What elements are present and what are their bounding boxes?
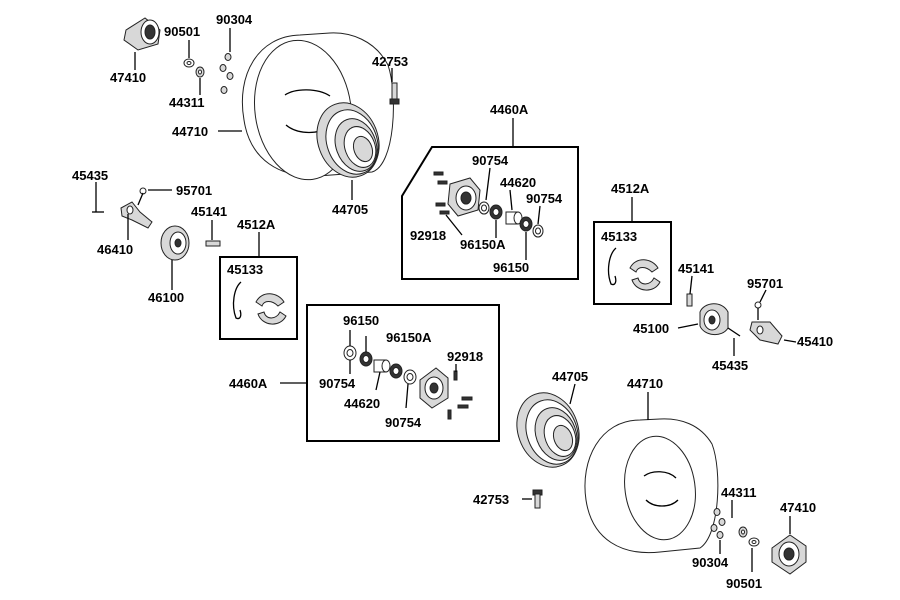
part-labels: 47410 90501 90304 44311 44710 42753 4470… — [72, 12, 833, 591]
label-46100-left: 46100 — [148, 290, 184, 305]
brake-shoes-right — [629, 259, 661, 291]
label-46410-left: 46410 — [97, 242, 133, 257]
label-44620-upper: 44620 — [500, 175, 536, 190]
label-90501-lower: 90501 — [726, 576, 762, 591]
seal-lower-b — [389, 363, 403, 379]
wheel-cap-lower — [771, 534, 807, 575]
nut-lower — [738, 526, 748, 538]
brake-cam-lever-left — [120, 201, 153, 229]
seal-upper-b — [519, 216, 533, 232]
bearing-lower-b — [403, 369, 417, 385]
label-45133-left: 45133 — [227, 262, 263, 277]
label-95701-left: 95701 — [176, 183, 212, 198]
spring-left — [232, 281, 242, 320]
label-44710-upper: 44710 — [172, 124, 208, 139]
label-44620-lower: 44620 — [344, 396, 380, 411]
wheel-cap-upper — [123, 17, 161, 51]
bearing-upper-a — [478, 201, 490, 215]
label-44311-lower: 44311 — [721, 485, 756, 500]
label-90754-lower-a: 90754 — [319, 376, 356, 391]
label-44705-upper: 44705 — [332, 202, 368, 217]
label-90304-upper: 90304 — [216, 12, 253, 27]
brake-panel-left — [160, 225, 190, 261]
label-4460A-upper: 4460A — [490, 102, 529, 117]
label-45133-right: 45133 — [601, 229, 637, 244]
bolt-left — [137, 187, 147, 206]
label-90501-upper: 90501 — [164, 24, 200, 39]
label-92918-lower: 92918 — [447, 349, 483, 364]
label-45435-left: 45435 — [72, 168, 108, 183]
brake-shoes-left — [255, 293, 287, 325]
hub-upper — [447, 177, 481, 217]
spring-right — [607, 247, 617, 286]
label-45141-left: 45141 — [191, 204, 227, 219]
label-96150-upper: 96150 — [493, 260, 529, 275]
lug-nuts-lower — [710, 508, 726, 539]
bearing-lower-a — [343, 345, 357, 361]
label-4512A-left: 4512A — [237, 217, 276, 232]
label-96150-lower: 96150 — [343, 313, 379, 328]
washer-upper — [183, 58, 195, 68]
valve-stem-lower — [532, 489, 543, 509]
label-45410-right: 45410 — [797, 334, 833, 349]
label-44710-lower: 44710 — [627, 376, 663, 391]
spacer-upper — [505, 211, 523, 225]
brake-panel-right — [699, 303, 729, 335]
label-47410-lower: 47410 — [780, 500, 816, 515]
seal-upper-a — [489, 204, 503, 220]
rim-lower — [516, 392, 580, 468]
label-90754-lower-b: 90754 — [385, 415, 422, 430]
label-44311-upper: 44311 — [169, 95, 204, 110]
nut-upper — [195, 66, 205, 78]
label-4512A-right: 4512A — [611, 181, 650, 196]
leader-lines — [95, 28, 797, 572]
label-4460A-lower: 4460A — [229, 376, 268, 391]
washer-lower — [748, 537, 760, 547]
seal-lower-a — [359, 351, 373, 367]
label-96150A-upper: 96150A — [460, 237, 506, 252]
label-90304-lower: 90304 — [692, 555, 729, 570]
label-90754-upper-a: 90754 — [472, 153, 509, 168]
pin-right — [727, 327, 741, 337]
hub-lower — [419, 367, 449, 409]
bolt-right — [754, 301, 762, 320]
label-96150A-lower: 96150A — [386, 330, 432, 345]
brake-cam-lever-right — [749, 321, 783, 345]
hub-assembly-box-upper — [401, 146, 579, 280]
hub-studs-lower — [447, 370, 473, 420]
pivot-left — [205, 240, 221, 247]
pivot-right — [686, 293, 693, 307]
label-44705-lower: 44705 — [552, 369, 588, 384]
rim-upper — [316, 102, 380, 178]
spacer-lower — [373, 359, 391, 373]
label-45435-right: 45435 — [712, 358, 748, 373]
bearing-upper-b — [532, 224, 544, 238]
hub-assembly-box-lower — [306, 304, 500, 442]
hub-studs-upper — [433, 171, 450, 215]
pin-left — [92, 196, 104, 213]
tire-lower — [584, 418, 719, 554]
label-42753-lower: 42753 — [473, 492, 509, 507]
label-47410-upper: 47410 — [110, 70, 146, 85]
label-92918-upper: 92918 — [410, 228, 446, 243]
label-42753-upper: 42753 — [372, 54, 408, 69]
valve-stem-upper — [389, 82, 400, 105]
label-95701-right: 95701 — [747, 276, 783, 291]
label-90754-upper-b: 90754 — [526, 191, 563, 206]
label-45100-right: 45100 — [633, 321, 669, 336]
label-45141-right: 45141 — [678, 261, 714, 276]
lug-nuts-upper — [219, 53, 234, 94]
